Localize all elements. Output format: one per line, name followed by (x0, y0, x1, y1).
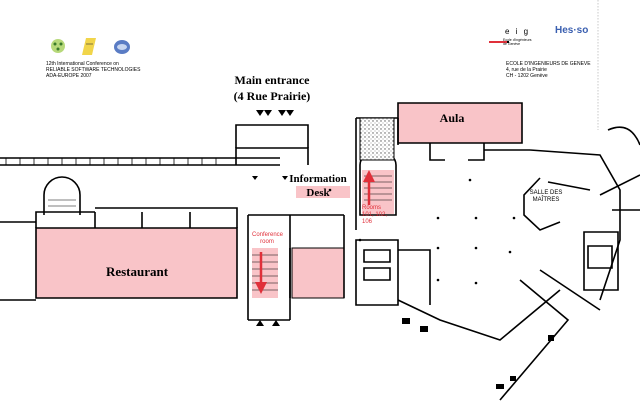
conference-logos (51, 38, 130, 55)
columns (328, 178, 516, 285)
conference-logo (82, 38, 96, 55)
rooms-label: Rooms 101, 102, 106 (362, 205, 387, 226)
main-entrance-label: Main entrance (4 Rue Prairie) (222, 72, 322, 104)
conference-room-area (291, 247, 345, 299)
school-logo-sub-1: Ecole d'ingénieurs (503, 38, 532, 42)
arrow-down-icon (255, 252, 267, 294)
school-line-2: 4, rue de la Prairie (506, 66, 547, 73)
information-line-2: Desk (306, 187, 330, 200)
main-entrance-line-2: (4 Rue Prairie) (233, 89, 311, 104)
salle-line-1: SALLE DES (529, 190, 563, 196)
school-address: ECOLE D'INGENIEURS DE GENEVE 4, rue de l… (506, 61, 591, 79)
entrance-arrow-icon (252, 110, 294, 326)
conference-info: 12th International Conference on RELIABL… (46, 61, 141, 79)
walls (0, 102, 640, 401)
conference-room-line-2: room (260, 238, 274, 245)
restaurant-area (35, 227, 238, 299)
conference-stair-area (252, 248, 278, 298)
information-line-1: Information (289, 173, 347, 185)
windows (5, 158, 217, 165)
school-logo-subtitle: Ecole d'ingénieurs de Genève (503, 38, 532, 46)
conference-line-2: RELIABLE SOFTWARE TECHNOLOGIES (46, 66, 141, 73)
conference-line-3: ADA-EUROPE 2007 (46, 72, 92, 79)
rooms-line-2: 101, 102, (362, 211, 388, 218)
sponsor-logo (114, 40, 130, 54)
ada-europe-logo (51, 39, 65, 53)
rooms-line-3: 106 (362, 218, 373, 225)
aula-label: Aula (439, 111, 465, 125)
hes-so-logo: Hes·so (555, 25, 589, 36)
restaurant-label: Restaurant (105, 264, 169, 279)
hatched-stairwell (359, 117, 395, 161)
school-logo-sub-2: de Genève (503, 42, 521, 47)
conference-room-label: Conference room (252, 232, 284, 246)
information-desk-label: Information Desk (282, 172, 354, 201)
doors (402, 318, 554, 389)
rooms-line-1: Rooms (362, 205, 382, 211)
salle-line-2: MAÎTRES (532, 197, 560, 204)
main-entrance-line-1: Main entrance (234, 73, 310, 87)
school-logo (489, 41, 509, 43)
salle-des-maitres-label: SALLE DES MAÎTRES (526, 190, 566, 204)
conference-room-line-1: Conference (252, 232, 284, 238)
school-line-3: CH - 1202 Genève (506, 72, 548, 79)
school-logo-text: e i g (505, 27, 531, 36)
aula-area (397, 102, 523, 144)
conference-line-1: 12th International Conference on (46, 61, 119, 67)
school-line-1: ECOLE D'INGENIEURS DE GENEVE (506, 61, 591, 67)
arrow-up-icon (363, 170, 375, 205)
information-desk-area (296, 186, 350, 198)
